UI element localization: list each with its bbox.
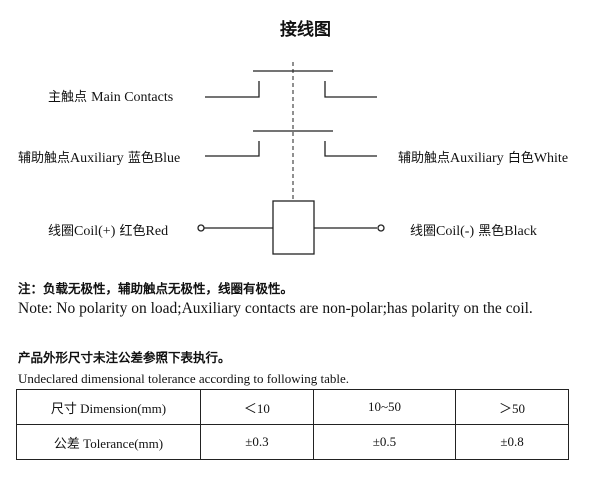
tolerance-cell: ±0.8 [455,424,569,460]
page-title: 接线图 [280,20,331,40]
aux-right-label-cn: 辅助触点 [398,151,451,166]
wiring-diagram [197,62,385,255]
note-en: Note: No polarity on load;Auxiliary cont… [18,300,533,317]
coil-right-color-en: Black [504,224,537,239]
tolerance-heading-en: Undeclared dimensional tolerance accordi… [18,371,350,386]
aux-left-label-cn: 辅助触点 [18,151,71,166]
coil-right-color-cn: 黑色 [478,224,505,239]
aux-left-color-cn: 蓝色 [127,151,154,166]
aux-right-color-en: White [533,151,569,166]
aux-right-label: 辅助触点Auxiliary 白色White [398,147,568,167]
coil-right-label-cn: 线圈 [410,224,437,239]
main-contact-right-terminal [324,81,377,98]
note-cn: 注：负载无极性，辅助触点无极性，线圈有极性。 [18,281,294,296]
tolerance-cell: ±0.3 [200,424,314,460]
coil-right-label: 线圈Coil(-) 黑色Black [410,220,537,240]
aux-right-color-cn: 白色 [507,151,534,166]
coil-right-terminal-icon [377,224,385,232]
tolerance-table: 尺寸 Dimension(mm) ＜10 10~50 ＞50 公差 Tolera… [16,389,569,460]
range-cell: ＞50 [455,389,569,425]
table-row: 尺寸 Dimension(mm) ＜10 10~50 ＞50 [16,389,569,425]
coil-left-color-en: Red [145,224,169,239]
aux-left-color-en: Blue [153,151,181,166]
tolerance-heading-cn: 产品外形尺寸未注公差参照下表执行。 [18,350,231,365]
coil-left-label: 线圈Coil(+) 红色Red [48,220,168,240]
main-contact-left-terminal [205,81,260,98]
coil-left-color-cn: 红色 [119,224,146,239]
dimension-header: 尺寸 Dimension(mm) [16,389,201,425]
coil-left-terminal-icon [197,224,205,232]
coil-left-label-cn: 线圈 [48,224,75,239]
main-contacts-label-cn: 主触点 [48,90,88,105]
aux-contact-right-terminal [324,141,377,157]
aux-left-label: 辅助触点Auxiliary 蓝色Blue [18,147,180,167]
aux-contact-left-terminal [205,141,260,157]
main-contacts-label-en: Main Contacts [91,90,174,105]
coil-left-label-en: Coil(+) [74,224,116,239]
range-cell: 10~50 [312,389,457,425]
range-cell: ＜10 [200,389,314,425]
table-row: 公差 Tolerance(mm) ±0.3 ±0.5 ±0.8 [16,424,569,460]
aux-left-label-en: Auxiliary [70,151,124,166]
coil-symbol [272,200,315,255]
aux-right-label-en: Auxiliary [450,151,504,166]
coil-right-label-en: Coil(-) [436,224,475,239]
tolerance-header: 公差 Tolerance(mm) [16,424,201,460]
tolerance-cell: ±0.5 [312,424,457,460]
main-contacts-label: 主触点 Main Contacts [48,86,173,106]
